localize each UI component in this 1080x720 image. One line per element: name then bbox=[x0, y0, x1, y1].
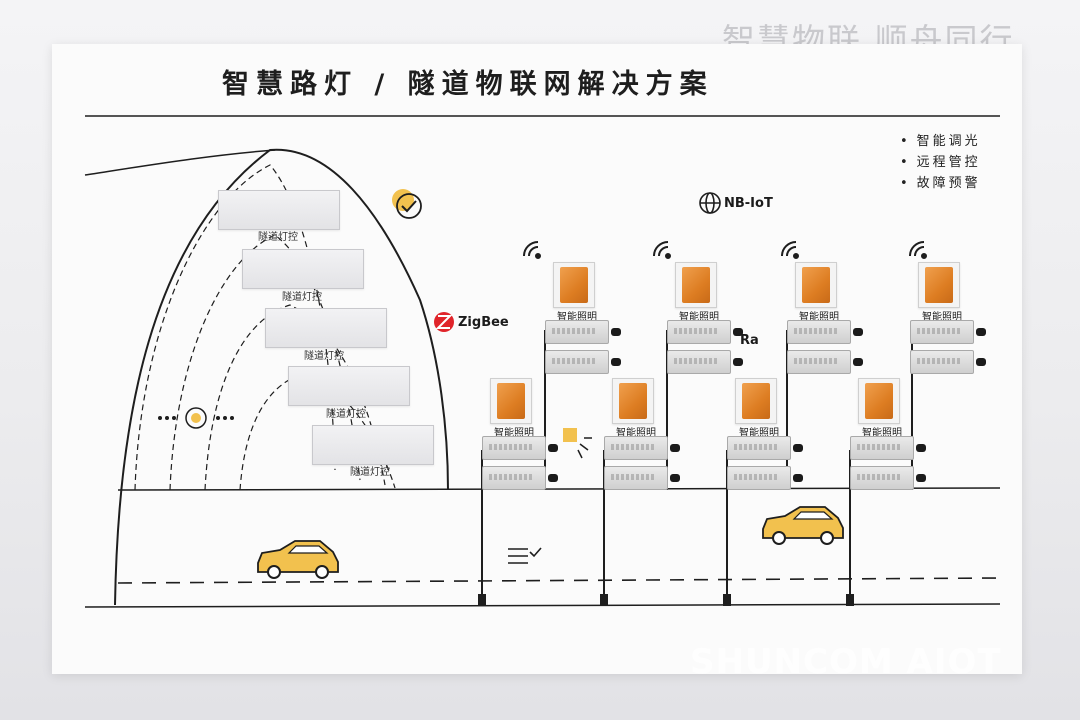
lighting-controller bbox=[667, 320, 731, 344]
led-lamp bbox=[490, 378, 532, 424]
lighting-controller bbox=[604, 436, 668, 460]
led-lamp bbox=[858, 378, 900, 424]
tunnel-control-device bbox=[242, 249, 364, 289]
led-driver bbox=[604, 466, 668, 490]
cable-connector bbox=[916, 444, 926, 452]
wifi-signal-icon bbox=[654, 242, 670, 258]
led-driver bbox=[727, 466, 791, 490]
led-driver bbox=[787, 350, 851, 374]
led-lamp bbox=[612, 378, 654, 424]
cable-connector bbox=[853, 328, 863, 336]
globe-icon bbox=[700, 193, 720, 213]
cable-connector bbox=[976, 358, 986, 366]
cable-connector bbox=[670, 474, 680, 482]
cable-connector bbox=[548, 444, 558, 452]
led-driver bbox=[482, 466, 546, 490]
light-bulb-icon bbox=[158, 408, 234, 428]
checklist-icon bbox=[508, 548, 541, 563]
led-lamp bbox=[735, 378, 777, 424]
led-driver bbox=[850, 466, 914, 490]
cable-connector bbox=[976, 328, 986, 336]
cable-connector bbox=[793, 444, 803, 452]
cable-connector bbox=[793, 474, 803, 482]
tunnel-top-line bbox=[85, 150, 275, 175]
led-driver bbox=[910, 350, 974, 374]
lora-label: Ra bbox=[740, 333, 759, 348]
road-bottom-line bbox=[85, 604, 1000, 607]
zigbee-logo-icon bbox=[434, 312, 454, 332]
wifi-signal-icon bbox=[910, 242, 926, 258]
tunnel-control-device bbox=[312, 425, 434, 465]
wifi-signal-icon bbox=[782, 242, 798, 258]
cable-connector bbox=[916, 474, 926, 482]
tunnel-control-label: 隧道灯控 bbox=[304, 347, 344, 362]
cable-connector bbox=[548, 474, 558, 482]
cable-connector bbox=[670, 444, 680, 452]
cable-connector bbox=[611, 328, 621, 336]
light-bulb-icon bbox=[563, 428, 592, 458]
lighting-controller bbox=[545, 320, 609, 344]
tunnel-control-device bbox=[288, 366, 410, 406]
cable-connector bbox=[853, 358, 863, 366]
led-lamp bbox=[553, 262, 595, 308]
led-lamp bbox=[795, 262, 837, 308]
lighting-controller bbox=[727, 436, 791, 460]
lighting-controller bbox=[482, 436, 546, 460]
checkmark-badge-icon bbox=[392, 189, 421, 218]
tunnel-control-label: 隧道灯控 bbox=[326, 405, 366, 420]
led-lamp bbox=[918, 262, 960, 308]
led-lamp bbox=[675, 262, 717, 308]
led-driver bbox=[545, 350, 609, 374]
tunnel-control-label: 隧道灯控 bbox=[282, 288, 322, 303]
cable-connector bbox=[611, 358, 621, 366]
car-icon bbox=[763, 507, 843, 544]
lighting-controller bbox=[787, 320, 851, 344]
tunnel-control-device bbox=[265, 308, 387, 348]
led-driver bbox=[667, 350, 731, 374]
cable-connector bbox=[733, 328, 743, 336]
tunnel-control-device bbox=[218, 190, 340, 230]
bottom-brand-text: SHUNCOM AIOT bbox=[690, 642, 1002, 682]
tunnel-control-label: 隧道灯控 bbox=[350, 463, 390, 478]
road-center-dashed-line bbox=[118, 578, 1000, 583]
zigbee-label: ZigBee bbox=[458, 315, 509, 330]
car-icon bbox=[258, 541, 338, 578]
lighting-controller bbox=[850, 436, 914, 460]
lighting-controller bbox=[910, 320, 974, 344]
nbiot-label: NB-IoT bbox=[724, 196, 773, 211]
cable-connector bbox=[733, 358, 743, 366]
tunnel-control-label: 隧道灯控 bbox=[258, 228, 298, 243]
wifi-signal-icon bbox=[524, 242, 540, 258]
